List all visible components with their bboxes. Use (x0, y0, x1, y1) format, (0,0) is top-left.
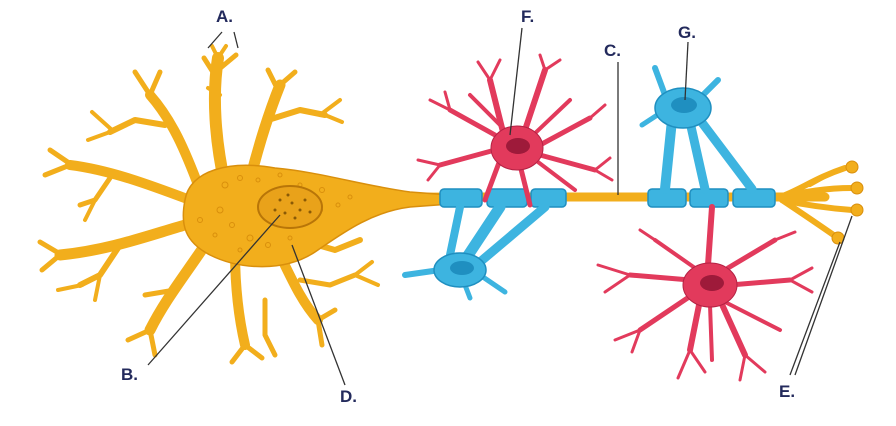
leader-e-1 (794, 215, 853, 376)
axon-terminal-buttons (831, 160, 864, 245)
nucleus (257, 185, 323, 229)
label-f: F. (521, 7, 535, 26)
schwann-cell-upper (639, 65, 757, 194)
leader-a-left (207, 31, 223, 49)
leader-b (147, 214, 281, 366)
glial-cell-upper (416, 53, 614, 208)
glial-cell-lower (596, 204, 814, 382)
leader-g (684, 41, 689, 101)
label-b: B. (121, 365, 138, 384)
schwann-cell-lower (402, 201, 550, 301)
label-c: C. (604, 41, 621, 60)
dendrites (37, 44, 380, 365)
leader-f (509, 27, 523, 136)
label-g: G. (678, 23, 696, 42)
leader-a-right (233, 31, 239, 49)
leader-e-2 (789, 241, 841, 376)
label-d: D. (340, 387, 357, 406)
label-e: E. (779, 382, 796, 401)
label-a: A. (216, 7, 233, 26)
axon-terminals (777, 165, 855, 239)
leader-d (291, 244, 346, 386)
leader-lines (147, 27, 853, 386)
